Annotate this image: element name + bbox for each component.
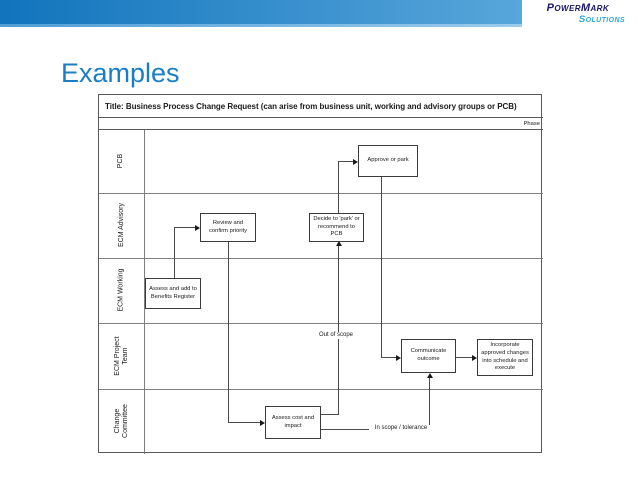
connector-segment xyxy=(338,161,354,162)
logo-subtitle: Solutions xyxy=(578,14,625,25)
company-logo: PowerMark Solutions xyxy=(522,0,638,34)
edge-label-out-of-scope: Out of scope xyxy=(307,332,365,340)
connector-segment xyxy=(321,414,339,415)
phase-row: Phase xyxy=(99,118,543,130)
arrowhead xyxy=(195,224,200,231)
arrowhead xyxy=(353,158,358,165)
arrowhead xyxy=(426,373,433,378)
process-box-approve-or-park: Approve or park xyxy=(358,145,418,177)
connector-segment xyxy=(174,227,175,278)
lane-divider xyxy=(99,258,543,259)
connector-segment xyxy=(381,177,382,358)
lane-label-ecm-project-team: ECM Project Team xyxy=(113,336,129,376)
lane-label-ecm-working: ECM Working xyxy=(117,268,125,313)
lane-label-column-divider xyxy=(144,130,145,454)
header-bar-accent-strip xyxy=(0,24,522,27)
connector-segment xyxy=(381,357,397,358)
process-box-assess-cost-impact: Assess cost and impact xyxy=(265,406,321,439)
page-title: Examples xyxy=(61,58,180,88)
process-box-incorporate-changes: Incorporate approved changes into schedu… xyxy=(477,339,533,376)
edge-label-in-scope-tolerance: In scope / tolerance xyxy=(369,425,433,433)
connector-segment xyxy=(338,161,339,213)
process-box-review-confirm-priority: Review and confirm priority xyxy=(200,213,256,242)
connector-segment xyxy=(174,227,196,228)
arrowhead xyxy=(472,354,477,361)
header-bar xyxy=(0,0,522,24)
lane-divider xyxy=(99,323,543,324)
arrowhead xyxy=(396,354,401,361)
connector-segment xyxy=(228,422,261,423)
lane-label-pcb: PCB xyxy=(117,154,125,169)
lane-divider xyxy=(99,193,543,194)
lane-label-change-committee: Change Committee xyxy=(113,404,129,439)
diagram-title: Title: Business Process Change Request (… xyxy=(99,95,543,118)
connector-segment xyxy=(228,241,229,423)
connector-segment xyxy=(456,357,473,358)
process-box-decide-park-recommend: Decide to 'park' or recommend to PCB xyxy=(309,213,364,242)
connector-segment xyxy=(429,378,430,430)
process-box-assess-add-benefits: Assess and add to Benefits Register xyxy=(145,278,201,309)
phase-label: Phase xyxy=(523,120,540,127)
lane-label-ecm-advisory: ECM Advisory xyxy=(117,203,125,248)
arrowhead xyxy=(335,241,342,246)
logo-wordmark: PowerMark xyxy=(546,2,609,14)
swimlane-diagram: Title: Business Process Change Request (… xyxy=(98,94,543,454)
process-box-communicate-outcome: Communicate outcome xyxy=(401,339,456,373)
lane-divider xyxy=(99,389,543,390)
arrowhead xyxy=(260,419,265,426)
connector-segment xyxy=(338,246,339,415)
